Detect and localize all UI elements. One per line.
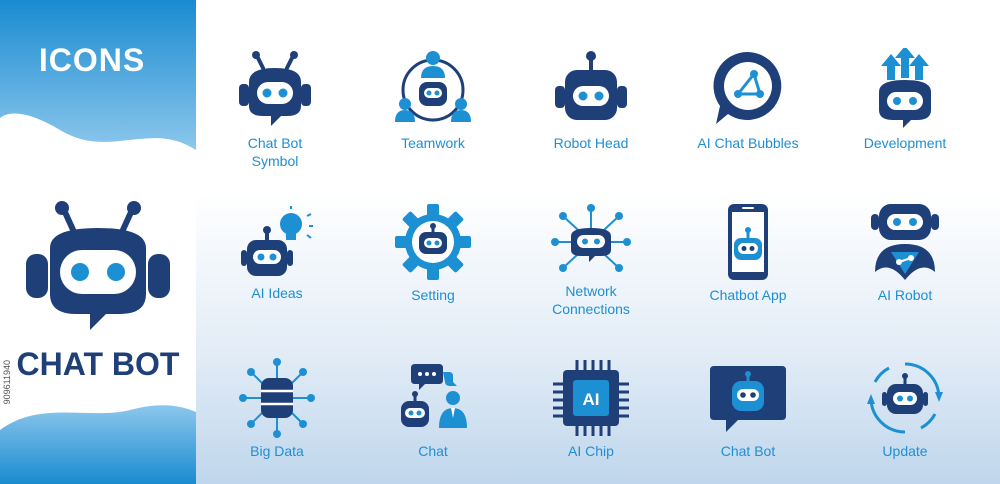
panel-background xyxy=(0,0,196,484)
icon-cell-chat: Chat xyxy=(353,358,513,460)
icon-cell-chatbot-app: Chatbot App xyxy=(668,202,828,304)
icon-cell-ai-ideas: AI Ideas xyxy=(197,204,357,302)
icon-label: Big Data xyxy=(250,443,304,459)
icon-label: AI Ideas xyxy=(251,285,303,301)
icon-cell-teamwork: Teamwork xyxy=(353,48,513,152)
icon-cell-ai-chat-bubbles: AI Chat Bubbles xyxy=(668,48,828,152)
icon-cell-setting: Setting xyxy=(353,202,513,304)
icon-cell-network-connections: Network Connections xyxy=(511,202,671,318)
icon-label: AI Chat Bubbles xyxy=(697,135,799,151)
icon-label: Network Connections xyxy=(552,283,630,317)
chat-bot-symbol-icon xyxy=(239,51,311,126)
development-icon xyxy=(879,48,931,128)
icon-cell-chat-bot: Chat Bot xyxy=(668,358,828,460)
page-title: ICONS xyxy=(38,42,146,78)
ai-chat-bubbles-icon xyxy=(713,51,782,124)
chat-icon xyxy=(401,364,467,428)
side-code: 909611940 xyxy=(2,360,12,405)
update-icon xyxy=(867,362,943,434)
icon-cell-development: Development xyxy=(825,48,985,152)
icon-label: Development xyxy=(863,135,947,151)
big-data-icon xyxy=(239,358,315,438)
chatbot-app-icon xyxy=(728,204,768,280)
ai-ideas-icon xyxy=(241,206,313,276)
icon-cell-big-data: Big Data xyxy=(197,358,357,460)
icon-cell-update: Update xyxy=(825,358,985,460)
icon-label: Setting xyxy=(411,287,455,303)
left-panel: ICONS CHAT BOT 909611940 xyxy=(0,0,196,484)
icon-grid: Chat Bot Symbol Teamwork Robot Head xyxy=(196,0,1000,484)
chat-bot-robot-icon xyxy=(26,201,170,330)
hero-label: CHAT BOT xyxy=(16,346,180,382)
robot-head-icon xyxy=(555,51,627,120)
icon-label: Teamwork xyxy=(401,135,465,151)
chip-label: AI xyxy=(583,390,600,409)
ai-chip-icon: AI xyxy=(553,360,629,436)
icon-cell-robot-head: Robot Head xyxy=(511,48,671,152)
icon-cell-ai-robot: AI Robot xyxy=(825,202,985,304)
icon-label: AI Robot xyxy=(877,287,933,303)
icon-label: Chat Bot Symbol xyxy=(247,135,303,169)
chat-bot-icon xyxy=(710,366,786,432)
ai-robot-icon xyxy=(871,204,939,280)
icon-cell-chat-bot-symbol: Chat Bot Symbol xyxy=(195,48,355,170)
icon-label: Robot Head xyxy=(553,135,629,151)
icon-label: AI Chip xyxy=(568,443,614,459)
setting-icon xyxy=(395,204,471,280)
icon-label: Chatbot App xyxy=(709,287,787,303)
icon-label: Chat xyxy=(418,443,448,459)
network-connections-icon xyxy=(551,204,631,272)
teamwork-icon xyxy=(395,51,471,122)
icon-cell-ai-chip: AI AI Chip xyxy=(511,358,671,460)
icon-label: Chat Bot xyxy=(720,443,776,459)
icon-label: Update xyxy=(882,443,928,459)
